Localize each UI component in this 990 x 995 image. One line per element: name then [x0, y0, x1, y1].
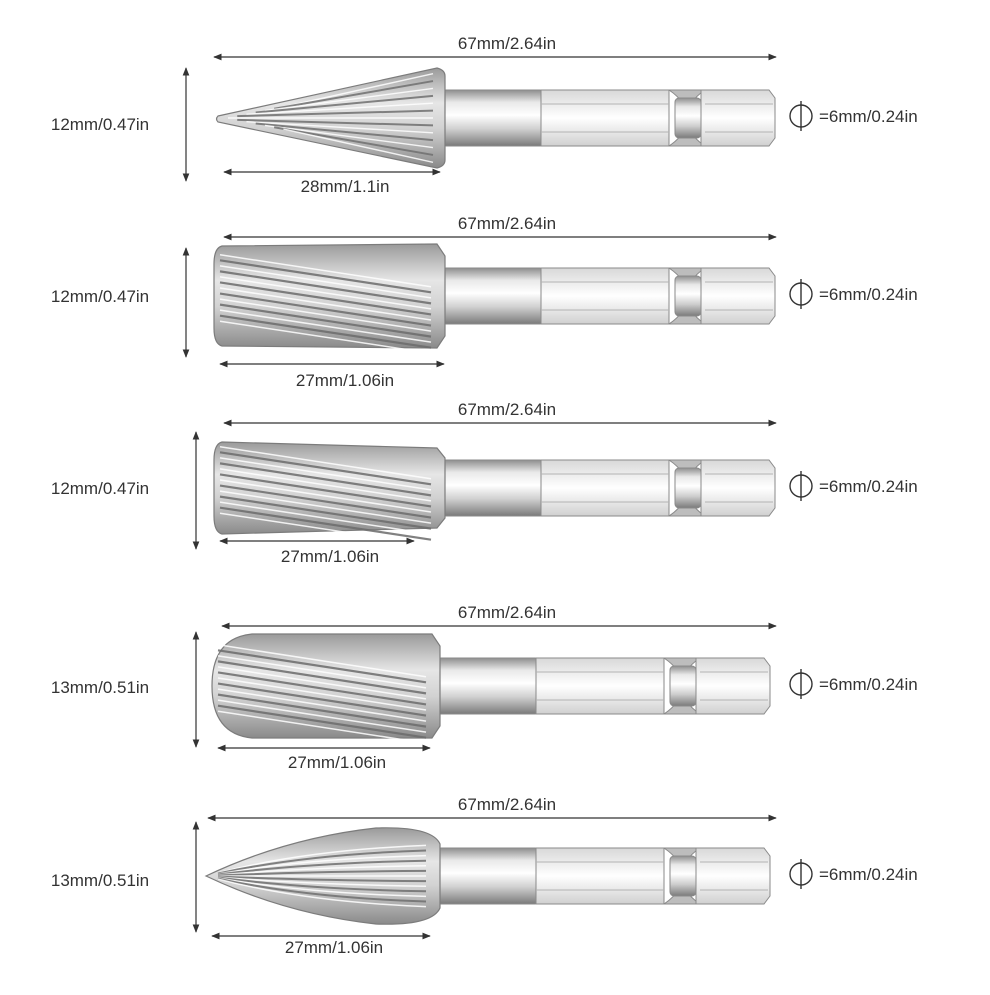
- burr-row: 67mm/2.64in 27mm/1.06in 13mm/0.51in =6mm/0.…: [51, 603, 918, 772]
- flute-lines: [217, 644, 427, 744]
- burr-bit-illustration: [204, 827, 771, 925]
- shank-diameter-label: =6mm/0.24in: [819, 477, 918, 496]
- burr-row: 67mm/2.64in 27mm/1.06in 13mm/0.51in =6mm/0.…: [51, 795, 918, 957]
- head-diameter-label: 13mm/0.51in: [51, 678, 149, 697]
- burr-row: 67mm/2.64in 28mm/1.1in 12mm/0.47in =6mm/0.2…: [51, 34, 918, 196]
- burr-row: 67mm/2.64in 27mm/1.06in 12mm/0.47in =6mm/0.…: [51, 400, 918, 566]
- head-diameter-label: 12mm/0.47in: [51, 479, 149, 498]
- burr-bit-illustration: [211, 633, 771, 744]
- head-length-label: 27mm/1.06in: [296, 371, 394, 390]
- flute-lines: [219, 254, 432, 354]
- burr-bit-illustration: [213, 441, 776, 546]
- shank-diameter-label: =6mm/0.24in: [819, 675, 918, 694]
- shank-diameter-label: =6mm/0.24in: [819, 285, 918, 304]
- diameter-symbol-icon: [789, 101, 813, 131]
- head-length-label: 27mm/1.06in: [281, 547, 379, 566]
- head-diameter-label: 13mm/0.51in: [51, 871, 149, 890]
- flute-lines: [219, 446, 432, 546]
- burr-head-cylinder: [213, 243, 446, 349]
- head-length-label: 27mm/1.06in: [285, 938, 383, 957]
- burr-head-ball-nose-cylinder: [211, 633, 441, 739]
- overall-length-label: 67mm/2.64in: [458, 400, 556, 419]
- overall-length-label: 67mm/2.64in: [458, 34, 556, 53]
- burr-bit-illustration: [213, 243, 776, 354]
- burr-row: 67mm/2.64in 27mm/1.06in 12mm/0.47in =6mm/0.…: [51, 214, 918, 390]
- burr-bit-illustration: [215, 67, 776, 169]
- overall-length-label: 67mm/2.64in: [458, 214, 556, 233]
- overall-length-label: 67mm/2.64in: [458, 795, 556, 814]
- head-diameter-label: 12mm/0.47in: [51, 115, 149, 134]
- diameter-symbol-icon: [789, 859, 813, 889]
- shank-diameter-label: =6mm/0.24in: [819, 107, 918, 126]
- diameter-symbol-icon: [789, 279, 813, 309]
- overall-length-label: 67mm/2.64in: [458, 603, 556, 622]
- head-length-label: 28mm/1.1in: [301, 177, 390, 196]
- flute-lines: [217, 844, 427, 908]
- flute-lines: [228, 73, 434, 163]
- shank-diameter-label: =6mm/0.24in: [819, 865, 918, 884]
- head-length-label: 27mm/1.06in: [288, 753, 386, 772]
- diameter-symbol-icon: [789, 471, 813, 501]
- head-diameter-label: 12mm/0.47in: [51, 287, 149, 306]
- diameter-symbol-icon: [789, 669, 813, 699]
